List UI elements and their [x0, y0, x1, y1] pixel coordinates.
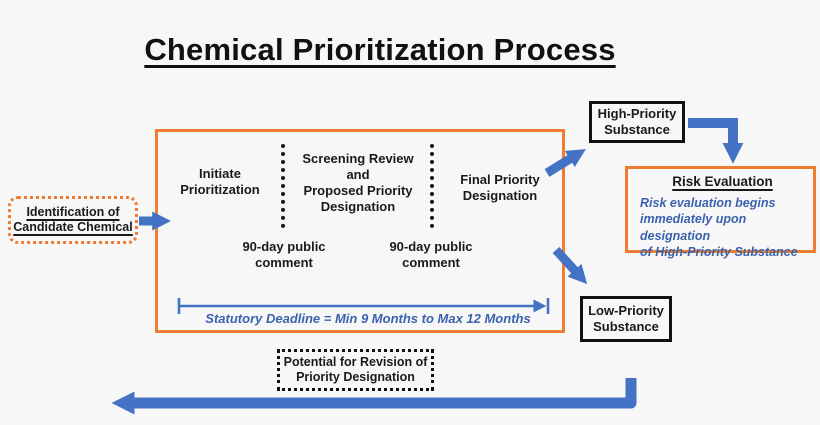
step-divider-dotted-1 [281, 144, 285, 228]
high-priority-substance-box: High-Priority Substance [589, 101, 685, 143]
revision-box: Potential for Revision of Priority Desig… [277, 349, 434, 391]
page-title: Chemical Prioritization Process [144, 32, 616, 67]
process-box [155, 129, 565, 333]
step-initiate-prioritization: Initiate Prioritization [180, 166, 260, 197]
revision-label: Potential for Revision of Priority Desig… [283, 354, 428, 384]
high-priority-substance-label: High-Priority Substance [597, 106, 677, 137]
low-priority-substance-box: Low-Priority Substance [580, 296, 672, 342]
risk-evaluation-note: Risk evaluation begins immediately upon … [640, 196, 798, 259]
statutory-deadline-label: Statutory Deadline = Min 9 Months to Max… [205, 311, 531, 326]
step-divider-dotted-2 [430, 144, 434, 228]
public-comment-label-1: 90-day public comment [242, 239, 326, 270]
step-final-designation: Final Priority Designation [460, 172, 540, 203]
step-screening-review: Screening Review and Proposed Priority D… [302, 151, 414, 214]
public-comment-label-2: 90-day public comment [389, 239, 473, 270]
candidate-chemical-label: Identification of Candidate Chemical [13, 204, 133, 234]
high-priority-to-risk-arrow-icon [688, 118, 744, 164]
low-priority-substance-label: Low-Priority Substance [588, 303, 664, 334]
risk-evaluation-box: Risk Evaluation Risk evaluation begins i… [625, 166, 816, 259]
risk-evaluation-title: Risk Evaluation [672, 174, 773, 189]
candidate-chemical-box: Identification of Candidate Chemical [8, 196, 138, 244]
